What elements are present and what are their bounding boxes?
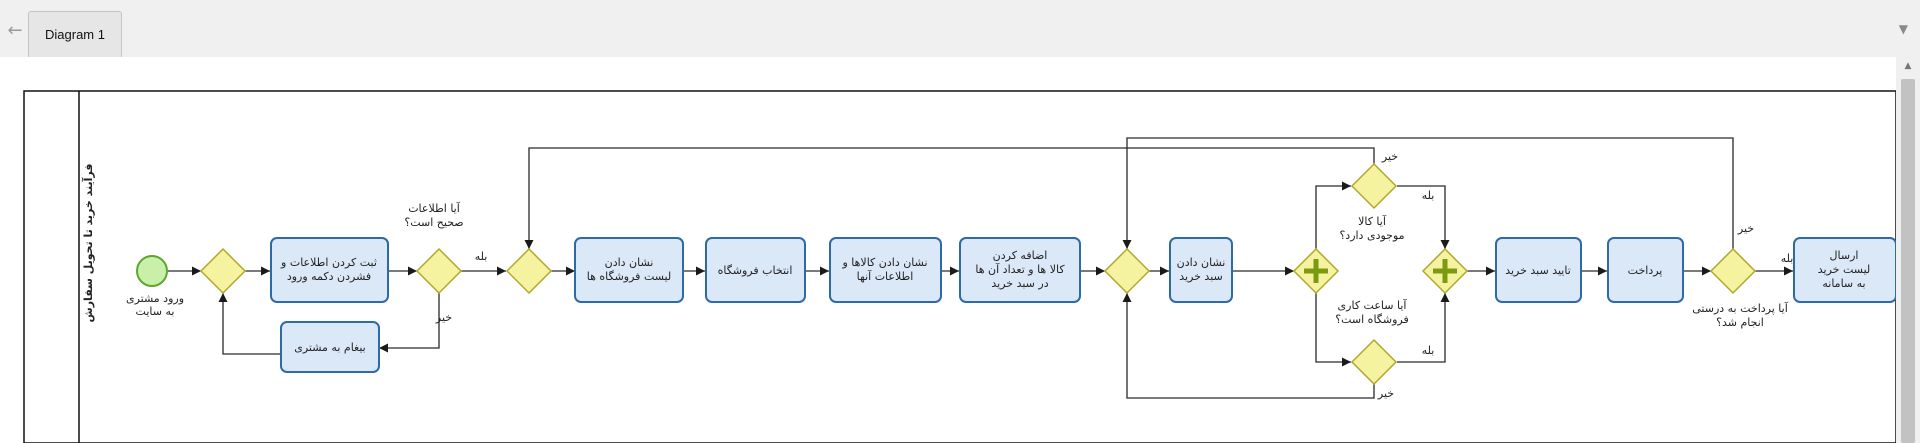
scrollbar-thumb[interactable] [1901,79,1915,443]
pool-label: فرآيند خريد تا تحويل سفارش [81,164,95,323]
start-event-label-line-1: ورود مشتری [126,292,184,305]
task-login-line-2: فشردن دكمه ورود [287,270,371,283]
flow-hours-no [1122,293,1375,399]
label-payment-no: خير [1737,222,1754,235]
task-send-line-3: به سامانه [1822,277,1865,290]
vertical-scrollbar[interactable]: ▲ [1896,57,1920,443]
task-approve-line-1: تاييد سبد خريد [1505,264,1571,277]
task-show-items[interactable]: نشان دادن كالاها و اطلاعات آنها [829,237,942,303]
flow-split-to-hours [1315,293,1351,367]
gateway-info-check[interactable] [415,247,463,295]
start-event-label-line-2: به سايت [136,305,175,318]
task-shop-list-line-2: ليست فروشگاه ها [587,270,671,283]
task-message-line-1: بيغام به مشتری [294,341,366,354]
task-add-cart-line-1: اضافه كردن [993,249,1048,262]
flow-stock-yes [1397,185,1450,249]
arrow-left-icon[interactable]: ← [7,20,23,41]
sequence-flows [168,137,1793,399]
label-stock-no: خير [1381,150,1398,163]
info-question-line-2: صحيح است؟ [404,216,463,229]
task-approve-cart[interactable]: تاييد سبد خريد [1495,237,1582,303]
task-send-line-1: ارسال [1830,249,1859,262]
label-info-yes: بله [475,250,488,263]
payment-question-line-1: آيا پرداخت به درستی [1692,301,1788,315]
flow-stock-no [524,147,1375,249]
task-payment-line-1: پرداخت [1628,264,1663,277]
gateway-payment-check[interactable] [1709,247,1757,295]
gateway-merge-cart[interactable] [1103,247,1151,295]
hours-question-line-2: فروشگاه است؟ [1335,313,1408,326]
gateway-hours-check[interactable] [1350,338,1398,386]
task-select-shop-line-1: انتخاب فروشگاه [718,264,793,277]
task-login-line-1: ثبت كردن اطلاعات و [280,256,377,269]
flow-split-to-stock [1315,181,1351,249]
task-add-cart-line-2: كالا ها و تعداد آن ها [975,262,1065,276]
task-select-shop[interactable]: انتخاب فروشگاه [705,237,806,303]
label-info-no: خير [435,311,452,324]
gateway-merge-login[interactable] [199,247,247,295]
tab-diagram-1[interactable]: Diagram 1 [28,11,122,57]
task-items-line-1: نشان دادن كالاها و [841,256,927,269]
task-message-customer[interactable]: بيغام به مشتری [280,321,380,373]
flow-message-back [218,293,281,355]
task-payment[interactable]: پرداخت [1607,237,1684,303]
gateway-merge-shops[interactable] [505,247,553,295]
chevron-down-icon[interactable]: ▼ [1898,22,1908,36]
task-shop-list-line-1: نشان دادن [605,256,654,269]
task-send-line-2: ليست خريد [1818,263,1871,276]
label-hours-yes: بله [1422,344,1435,357]
flow-payment-no [1122,137,1734,249]
scroll-up-icon[interactable]: ▲ [1904,61,1912,71]
hours-question-line-1: آيا ساعت كاری [1338,298,1408,312]
plus-icon [1304,259,1328,283]
flow-info-no [379,293,440,353]
bpmn-diagram: فرآيند خريد تا تحويل سفارش ورود مشتری به… [23,90,1896,443]
label-stock-yes: بله [1422,189,1435,202]
plus-icon [1433,259,1457,283]
info-question-line-1: آيا اطلاعات [408,201,461,215]
task-login[interactable]: ثبت كردن اطلاعات و فشردن دكمه ورود [270,237,389,303]
tasks: ثبت كردن اطلاعات و فشردن دكمه ورود بيغام… [270,237,1896,373]
task-items-line-2: اطلاعات آنها [857,269,914,283]
task-send-order[interactable]: ارسال ليست خريد به سامانه [1793,237,1896,303]
diagram-canvas[interactable]: فرآيند خريد تا تحويل سفارش ورود مشتری به… [0,57,1896,443]
label-hours-no: خير [1377,387,1394,400]
flow-hours-yes [1397,293,1450,363]
stock-question-line-2: موجودی دارد؟ [1339,229,1404,242]
task-add-cart-line-3: در سبد خريد [991,277,1048,290]
payment-question-line-2: انجام شد؟ [1716,316,1764,329]
task-show-shop-list[interactable]: نشان دادن ليست فروشگاه ها [574,237,684,303]
task-show-cart-line-1: نشان دادن [1177,256,1226,269]
label-payment-yes: بله [1781,252,1794,265]
start-event[interactable] [136,255,168,287]
task-add-to-cart[interactable]: اضافه كردن كالا ها و تعداد آن ها در سبد … [959,237,1081,303]
tab-bar: ← Diagram 1 ▼ [0,0,1920,58]
stock-question-line-1: آيا كالا [1358,214,1387,228]
gateway-stock-check[interactable] [1350,162,1398,210]
task-show-cart[interactable]: نشان دادن سبد خريد [1169,237,1233,303]
gateways [199,162,1757,386]
task-show-cart-line-2: سبد خريد [1179,270,1223,283]
